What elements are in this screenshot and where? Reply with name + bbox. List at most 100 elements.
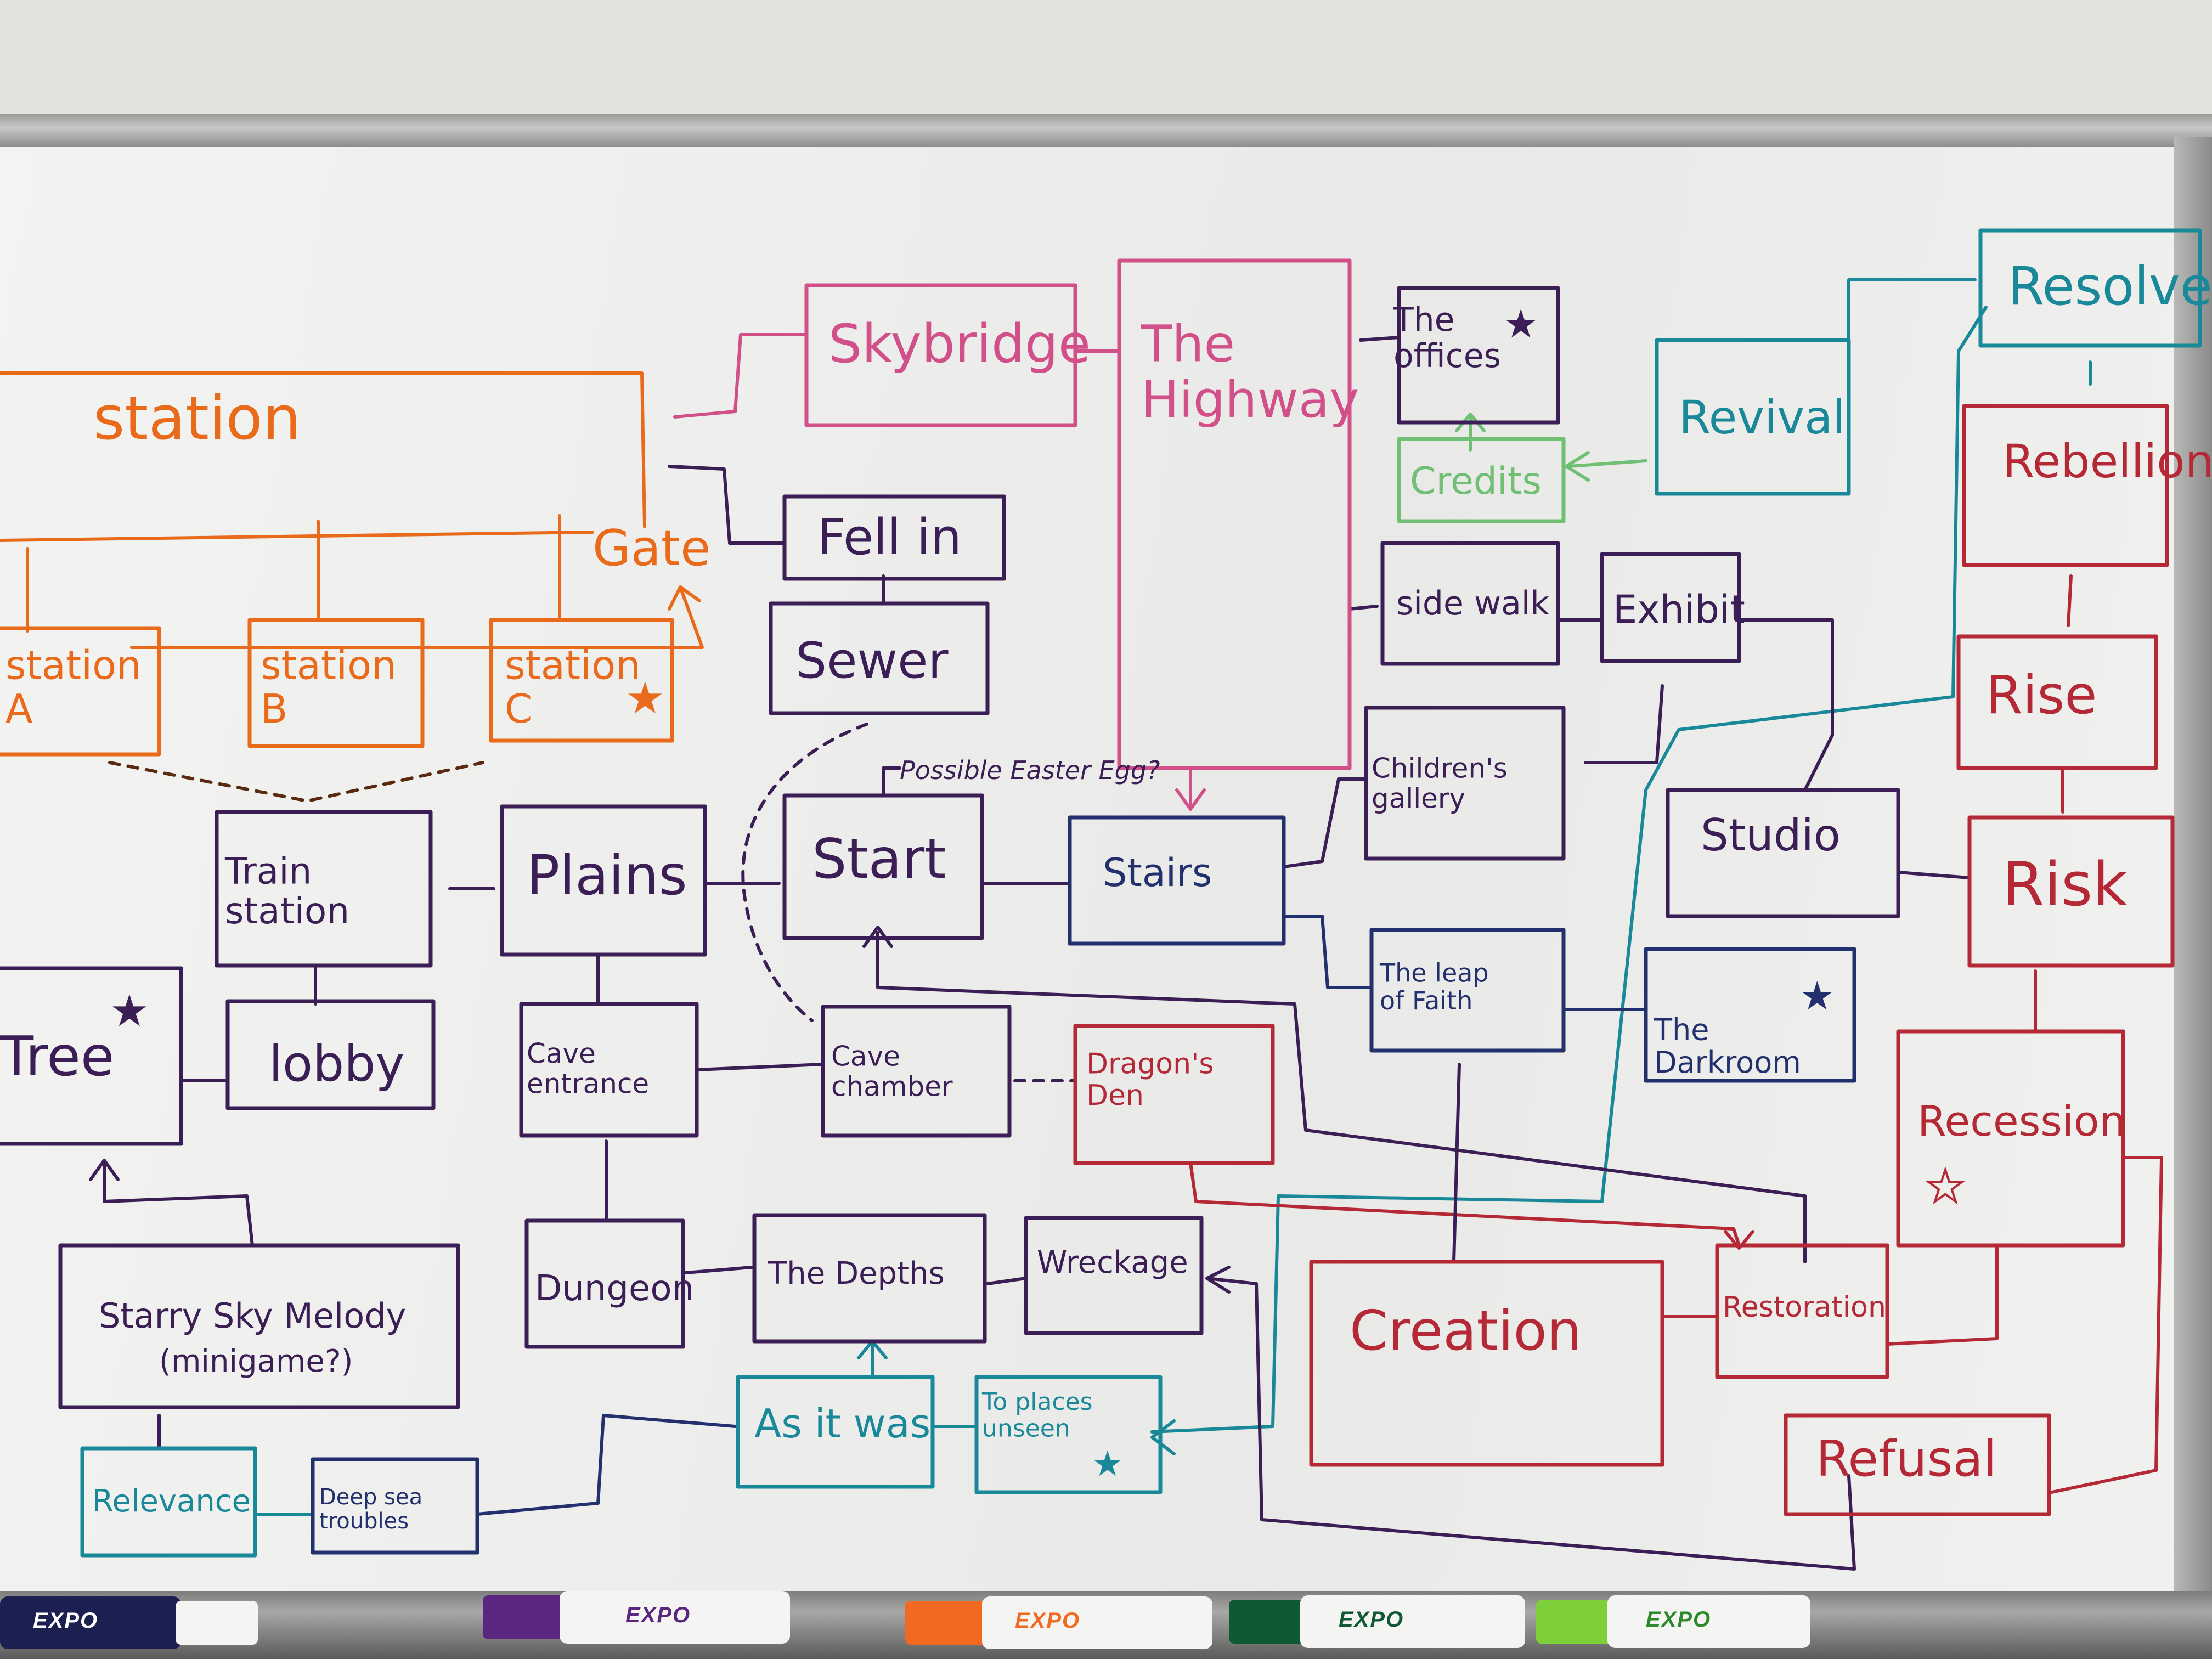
edge-highway-stairs-arrow [1175,766,1206,811]
tree-label: Tree [0,1024,114,1088]
edges [0,278,2163,1571]
edge-revival-credits [1565,451,1647,482]
node-gate: Gate [592,520,711,577]
edge-rebellion-rise [2067,574,2073,627]
minigame-label: (minigame?) [159,1344,353,1379]
marker-lime[interactable]: EXPO [1536,1595,1810,1648]
node-skybridge: Skybridge [804,283,1091,427]
station-title: station [93,383,301,453]
edge-station-bar [0,531,594,542]
node-as-it-was: As it was [736,1375,935,1489]
node-dungeon: Dungeon [524,1218,694,1349]
marker-brand: EXPO [33,1609,99,1633]
edge-revival-resolve [1847,278,1977,353]
marker-navy[interactable]: EXPO [0,1596,258,1649]
marker-orange[interactable]: EXPO [905,1596,1212,1649]
edge-restoration-wreckage [1205,1266,1856,1571]
studio-label: Studio [1701,810,1841,861]
star-icon: ★ [1926,1161,1965,1212]
star-icon: ★ [625,673,665,724]
edge-stairs-leap [1282,915,1373,989]
edge-dungeon-depths [684,1266,753,1274]
node-sewer: Sewer [769,601,990,715]
start-label: Start [812,827,946,891]
risk-label: Risk [2002,849,2128,919]
edge-teal-to-places-arrow [1150,1419,1176,1455]
sewer-label: Sewer [795,632,948,690]
marker-brand: EXPO [1015,1609,1081,1633]
edge-fell-in [668,465,786,545]
edge-starry-tree [89,1159,254,1247]
edge-exhibit-studio [1737,618,1834,792]
node-refusal: Refusal [1784,1413,2051,1516]
skybridge-label: Skybridge [828,313,1091,375]
node-exhibit: Exhibit [1600,552,1745,663]
whiteboard-frame-top [0,114,2212,147]
edge-recession-refusal [2050,1156,2163,1494]
edge-station-to-train [108,761,484,803]
relevance-label: Relevance [92,1483,251,1519]
node-lobby: lobby [225,999,436,1110]
marker-brand: EXPO [1339,1607,1404,1632]
node-rebellion: Rebellion [1962,404,2212,567]
edge-station-bracket [0,371,646,528]
easter-egg-label: Possible Easter Egg? [900,755,1160,785]
marker-brand: EXPO [625,1603,691,1627]
edge-deepsea-asitwas [476,1414,737,1516]
edge-recession-restoration [1886,1244,1999,1346]
node-stairs: Stairs [1068,815,1286,946]
edge-gate-arrow [130,585,704,649]
marker-green[interactable]: EXPO [1229,1595,1525,1648]
edge-resolve-down [1150,306,1988,1434]
star-icon: ★ [1503,301,1539,347]
edge-restoration-start-arrow [862,926,1807,1263]
edge-cave-chamber [695,1063,825,1071]
marker-brand: EXPO [1646,1607,1712,1632]
node-starry-sky: Starry Sky Melody (minigame?) [58,1243,460,1409]
fell-in-label: Fell in [817,509,962,566]
rebellion-label: Rebellion [2002,435,2212,488]
node-rise: Rise [1956,634,2158,770]
node-easter-egg: Possible Easter Egg? [900,755,1160,785]
node-resolve: Resolve [1978,228,2212,348]
node-start: Start [782,793,984,940]
rise-label: Rise [1986,664,2097,726]
stairs-label: Stairs [1103,850,1212,895]
creation-label: Creation [1350,1299,1582,1363]
edge-dragon-restoration [1189,1161,1754,1250]
gate-label: Gate [592,520,711,577]
node-wreckage: Wreckage [1024,1216,1204,1335]
marker-purple[interactable]: EXPO [483,1591,790,1644]
refusal-label: Refusal [1816,1430,1997,1488]
node-fell-in: Fell in [782,494,1006,581]
node-station-header: station [93,383,301,453]
marker-tray: EXPO EXPO EXPO EXPO EXPO [0,1591,2212,1659]
edge-skybridge [673,333,808,419]
node-relevance: Relevance [80,1446,257,1558]
lobby-label: lobby [269,1035,405,1093]
depths-label: The Depths [768,1256,945,1291]
edge-highway-sidewalk [1348,605,1379,611]
node-plains: Plains [500,804,707,957]
node-creation: Creation [1309,1260,1664,1467]
exhibit-label: Exhibit [1613,587,1745,632]
plains-label: Plains [527,843,687,907]
node-tree: Tree ★ [0,966,183,1146]
node-risk: Risk [1967,815,2175,968]
